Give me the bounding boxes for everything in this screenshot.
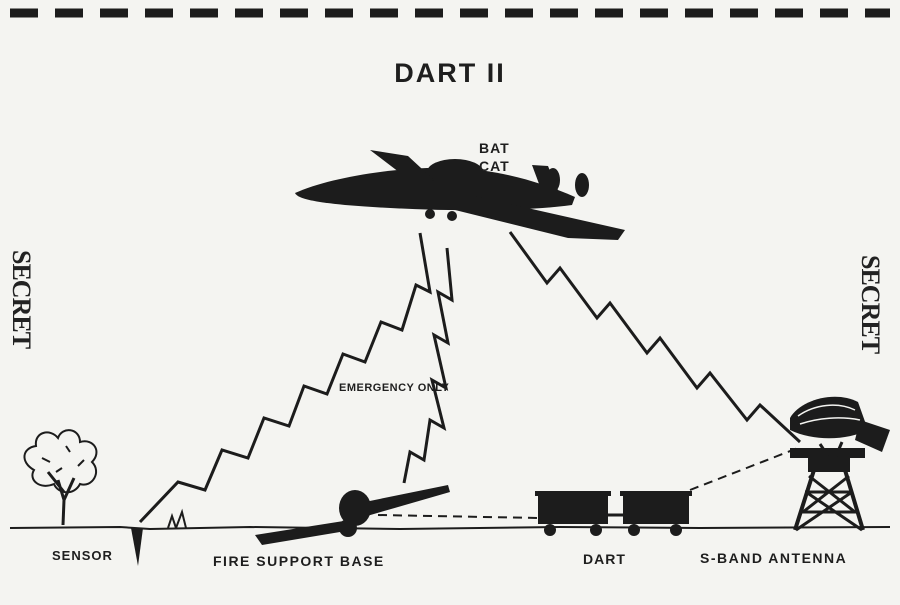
classification-stamp-right: SECRET: [856, 255, 885, 354]
sensor-icon: [131, 528, 143, 566]
dart-label: DART: [583, 551, 626, 567]
emergency-only-note: EMERGENCY ONLY: [339, 382, 450, 394]
aircraft-label-line-1: BAT: [479, 140, 510, 156]
bat-cat-aircraft-icon: [295, 150, 625, 240]
s-band-antenna-label: S-BAND ANTENNA: [700, 550, 848, 566]
dart-trailer-icon: [535, 491, 692, 536]
link-dart-to-antenna: [689, 447, 799, 491]
s-band-antenna-tower-icon: [790, 396, 890, 532]
aircraft-label-line-2: CAT: [479, 158, 510, 174]
classification-stamp-left: SECRET: [7, 250, 36, 349]
shrub-icon: [167, 508, 187, 529]
artillery-gun-icon: [255, 485, 450, 545]
link-firebase-to-aircraft-emergency: [402, 247, 454, 484]
sensor-label: SENSOR: [52, 548, 113, 563]
diagram-title: DART II: [394, 58, 506, 88]
link-firebase-to-dart: [377, 514, 541, 519]
tree-icon: [23, 429, 98, 526]
link-sensor-to-aircraft: [138, 232, 432, 524]
aircraft-label: BAT CAT: [479, 139, 510, 175]
link-aircraft-to-antenna: [508, 231, 802, 444]
fire-support-base-label: FIRE SUPPORT BASE: [213, 553, 385, 569]
